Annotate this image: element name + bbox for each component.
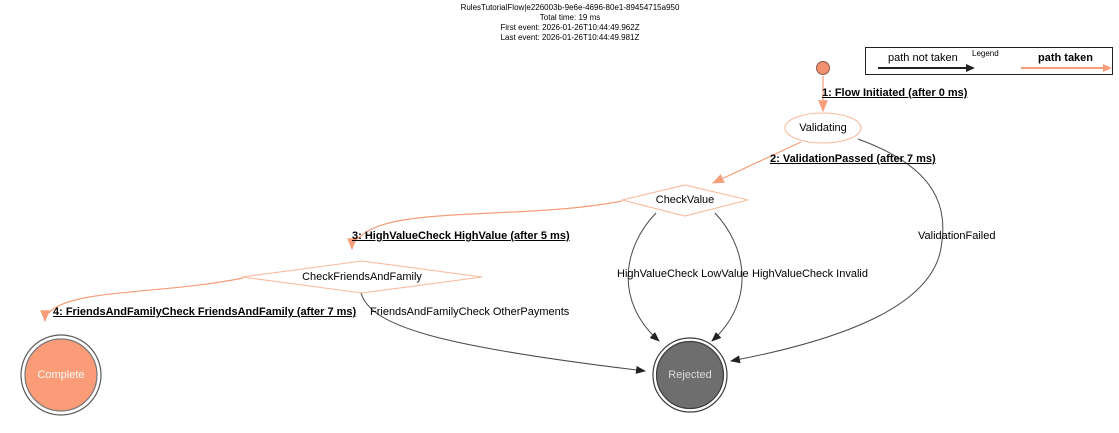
node-check-value-label: CheckValue bbox=[655, 194, 715, 206]
edge-high-value-check-invalid bbox=[711, 212, 743, 342]
legend-path-not-taken-label: path not taken bbox=[888, 52, 958, 64]
edge-high-value-check-high-value bbox=[347, 200, 623, 251]
legend-path-taken-arrowhead-icon bbox=[1103, 64, 1112, 72]
edge-friends-and-family-label: 4: FriendsAndFamilyCheck FriendsAndFamil… bbox=[53, 306, 357, 318]
node-complete-label: Complete bbox=[37, 369, 85, 381]
node-rejected bbox=[652, 337, 728, 413]
edge-invalid-label: HighValueCheck Invalid bbox=[752, 268, 868, 280]
edge-low-value-label: HighValueCheck LowValue bbox=[617, 268, 749, 280]
node-check-friends-and-family bbox=[241, 260, 483, 294]
edge-validation-passed bbox=[711, 141, 802, 184]
legend-title: Legend bbox=[972, 49, 999, 58]
edge-flow-initiated-label: 1: Flow Initiated (after 0 ms) bbox=[822, 87, 968, 99]
legend-path-not-taken-arrowhead-icon bbox=[966, 64, 975, 72]
node-validating bbox=[784, 112, 862, 144]
legend-box: Legend path not taken path taken bbox=[865, 47, 1113, 75]
legend-path-taken-label: path taken bbox=[1038, 52, 1094, 64]
last-event-text: Last event: 2026-01-26T10:44:49.981Z bbox=[500, 33, 640, 42]
edge-other-payments-label: FriendsAndFamilyCheck OtherPayments bbox=[370, 306, 570, 318]
flow-id-title: RulesTutorialFlow|e226003b-9e6e-4696-80e… bbox=[460, 3, 680, 12]
diagram-header: RulesTutorialFlow|e226003b-9e6e-4696-80e… bbox=[270, 3, 870, 43]
edge-validation-passed-label: 2: ValidationPassed (after 7 ms) bbox=[770, 153, 936, 165]
node-check-value bbox=[621, 184, 749, 217]
node-complete bbox=[20, 334, 102, 416]
total-time-text: Total time: 19 ms bbox=[539, 13, 601, 22]
legend-path-not-taken-arrow bbox=[878, 67, 966, 69]
edge-high-value-check-low-value bbox=[627, 212, 660, 342]
edge-friends-and-family-check bbox=[40, 277, 244, 323]
node-start-initial-state bbox=[816, 61, 830, 75]
first-event-text: First event: 2026-01-26T10:44:49.962Z bbox=[500, 23, 640, 32]
edge-validation-failed-label: ValidationFailed bbox=[918, 230, 996, 242]
node-check-friends-and-family-label: CheckFriendsAndFamily bbox=[302, 271, 422, 283]
legend-path-taken-arrow bbox=[1021, 67, 1103, 69]
edge-validation-failed bbox=[730, 138, 944, 364]
node-rejected-label: Rejected bbox=[668, 369, 712, 381]
edge-high-value-label: 3: HighValueCheck HighValue (after 5 ms) bbox=[352, 230, 570, 242]
node-validating-label: Validating bbox=[799, 122, 847, 134]
edge-friends-and-family-check-other-payments bbox=[360, 292, 646, 374]
